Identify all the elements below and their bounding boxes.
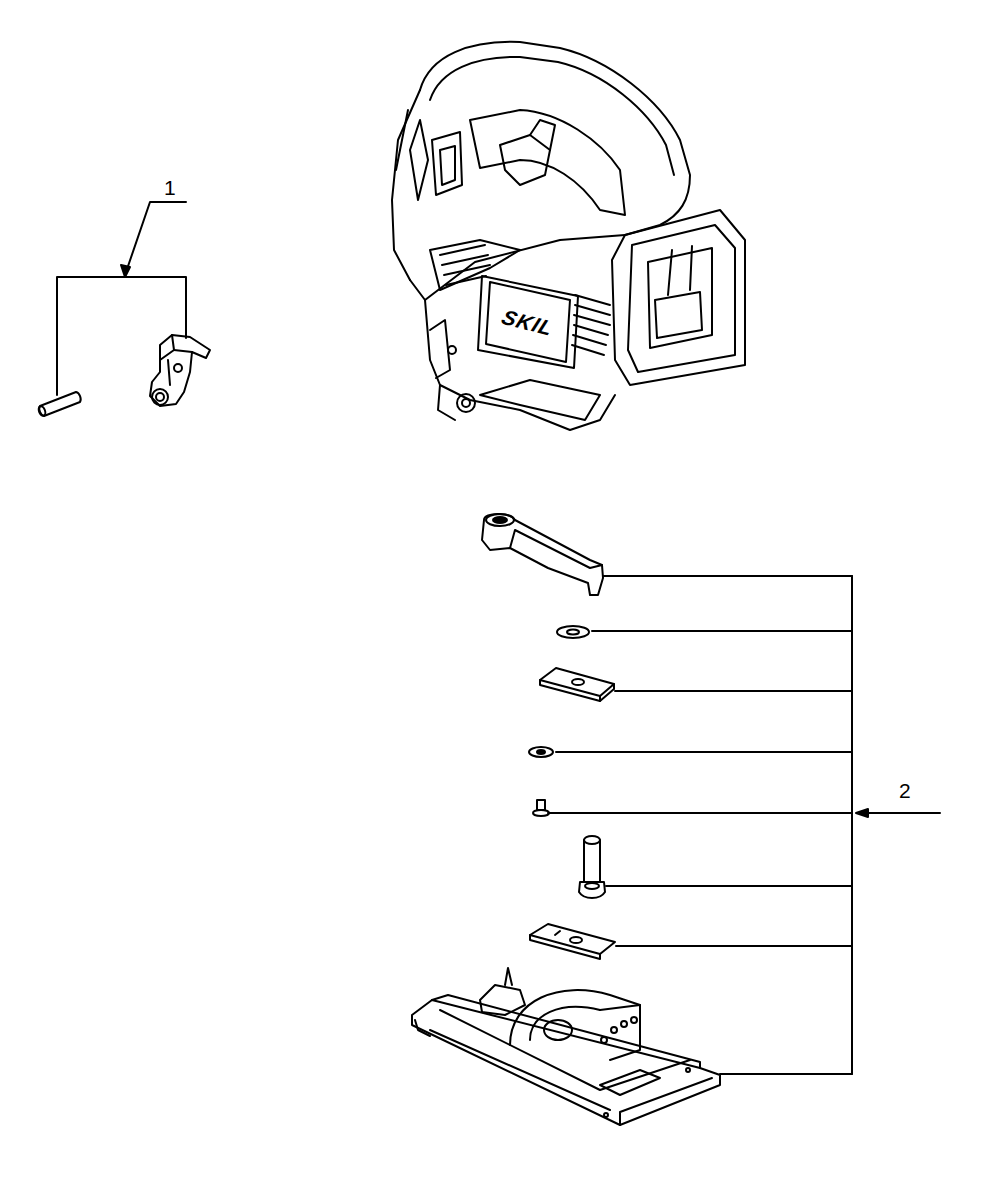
callout-number: 2 — [899, 780, 911, 801]
plate-part — [540, 668, 614, 701]
jigsaw-body — [392, 42, 745, 430]
lever-part — [482, 514, 603, 595]
callout-leader-2 — [548, 576, 940, 1074]
brand-logo: SKIL — [499, 306, 557, 338]
clip-part — [150, 335, 210, 406]
lower-plate-part — [530, 924, 615, 959]
screw-part — [533, 800, 549, 816]
pin-part — [37, 392, 80, 417]
base-plate-part — [412, 968, 720, 1125]
bolt-part — [579, 836, 605, 898]
callout-number: 1 — [164, 177, 176, 198]
small-washer-part — [529, 747, 553, 757]
callout-leader-1 — [57, 202, 186, 395]
washer-part — [557, 626, 589, 638]
